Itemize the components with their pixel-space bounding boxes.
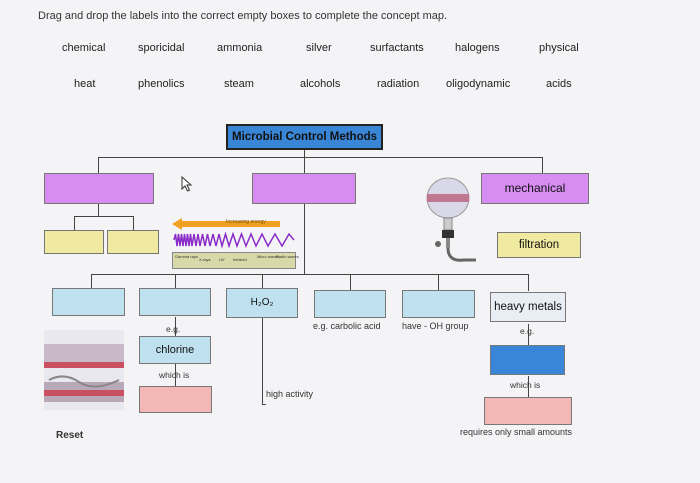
- label-physical[interactable]: physical: [539, 42, 579, 54]
- connector-line: [175, 274, 176, 289]
- mechanical-box: mechanical: [481, 173, 589, 204]
- band-label: Infrared: [233, 257, 247, 262]
- label-radiation[interactable]: radiation: [377, 78, 420, 90]
- h2o2-box: H₂O₂: [226, 288, 298, 318]
- reset-button[interactable]: Reset: [56, 430, 84, 441]
- requires-small-amounts-label: requires only small amounts: [460, 427, 573, 437]
- connector-line: [262, 274, 263, 289]
- wave-icon: [173, 232, 295, 249]
- connector-line: [74, 216, 75, 231]
- connector-line: [262, 404, 266, 405]
- band-label: X-rays: [199, 257, 211, 262]
- band-label: UV: [219, 257, 225, 262]
- connector-line: [98, 157, 99, 174]
- energy-arrow-label: Increasing energy: [226, 219, 266, 225]
- connector-line: [528, 376, 529, 398]
- electromagnetic-spectrum-illustration: Increasing energy Gamma rays X-rays UV I…: [172, 217, 299, 269]
- label-silver[interactable]: silver: [306, 42, 332, 54]
- spectrum-band-bar: Gamma rays X-rays UV Infrared Micro wave…: [172, 252, 299, 269]
- connector-line: [528, 324, 529, 346]
- connector-line: [98, 157, 543, 158]
- connector-line: [304, 147, 305, 157]
- connector-line: [91, 274, 529, 275]
- label-heat[interactable]: heat: [74, 78, 96, 90]
- which-is-label-right: which is: [510, 380, 541, 390]
- connector-line: [262, 318, 263, 404]
- label-ammonia[interactable]: ammonia: [217, 42, 263, 54]
- drop-box-level3-2[interactable]: [139, 288, 211, 316]
- eg-label-left: e.g.: [166, 324, 181, 334]
- band-label: Micro waves: [257, 254, 280, 259]
- filtration-box: filtration: [497, 232, 581, 258]
- drop-box-heat-type-1[interactable]: [44, 230, 104, 254]
- label-steam[interactable]: steam: [224, 78, 254, 90]
- band-label: Gamma rays: [175, 254, 198, 259]
- drop-box-chemical-methods[interactable]: [252, 173, 356, 204]
- connector-line: [304, 157, 305, 174]
- label-chemical[interactable]: chemical: [62, 42, 106, 54]
- connector-line: [542, 157, 543, 174]
- high-activity-label: high activity: [266, 389, 314, 399]
- eg-label-right: e.g.: [520, 326, 535, 336]
- label-alcohols[interactable]: alcohols: [300, 78, 341, 90]
- connector-line: [133, 216, 134, 231]
- map-title: Microbial Control Methods: [226, 124, 383, 150]
- label-acids[interactable]: acids: [546, 78, 572, 90]
- label-halogens[interactable]: halogens: [455, 42, 500, 54]
- connector-line: [438, 274, 439, 291]
- connector-line: [74, 216, 134, 217]
- bacteria-culture-image: [44, 330, 124, 410]
- drop-box-heat-type-2[interactable]: [107, 230, 159, 254]
- connector-line: [98, 204, 99, 216]
- filtration-apparatus-icon: [426, 177, 476, 262]
- connector-line: [304, 204, 305, 274]
- energy-arrow-icon: [172, 218, 280, 230]
- instruction-text: Drag and drop the labels into the correc…: [38, 10, 448, 22]
- band-label: Radio waves: [276, 254, 299, 259]
- label-phenolics[interactable]: phenolics: [138, 78, 185, 90]
- which-is-label-left: which is: [159, 370, 190, 380]
- heavy-metals-box: heavy metals: [490, 292, 566, 322]
- connector-line: [350, 274, 351, 291]
- chlorine-box: chlorine: [139, 336, 211, 364]
- label-surfactants[interactable]: surfactants: [370, 42, 424, 54]
- label-sporicidal[interactable]: sporicidal: [138, 42, 185, 54]
- drop-box-halogen-property[interactable]: [139, 386, 212, 413]
- drop-box-level3-1[interactable]: [52, 288, 125, 316]
- drop-box-metal-property[interactable]: [484, 397, 572, 425]
- drop-box-phenolics[interactable]: [314, 290, 386, 318]
- label-oligodynamic[interactable]: oligodynamic: [446, 78, 511, 90]
- mouse-cursor-icon: [181, 176, 193, 192]
- connector-line: [91, 274, 92, 289]
- have-oh-group-label: have - OH group: [402, 321, 469, 331]
- drop-box-metal-example[interactable]: [490, 345, 565, 375]
- eg-carbolic-acid-label: e.g. carbolic acid: [313, 321, 381, 331]
- drop-box-alcohols[interactable]: [402, 290, 475, 318]
- connector-line: [528, 274, 529, 291]
- drop-box-physical-methods[interactable]: [44, 173, 154, 204]
